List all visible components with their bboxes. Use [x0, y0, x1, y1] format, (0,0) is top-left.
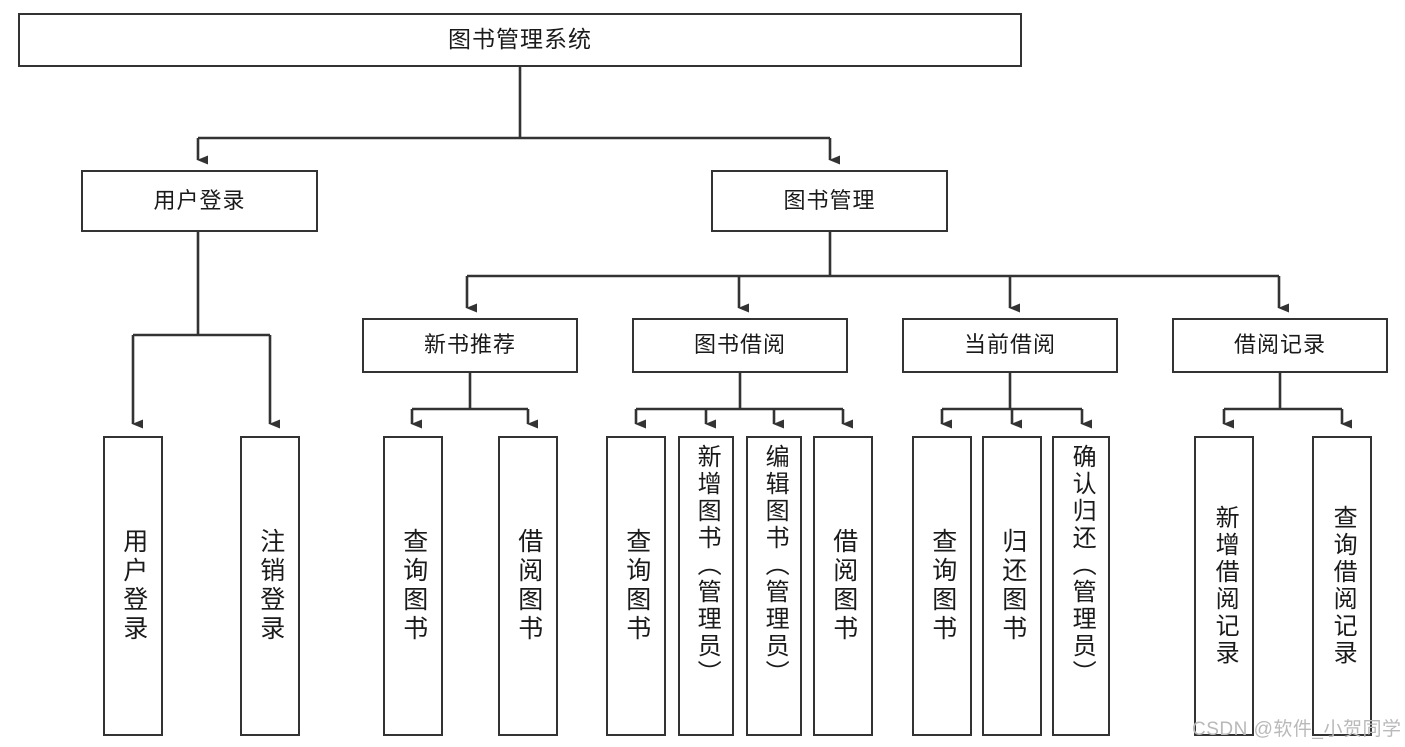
node-label: 新书推荐 [423, 332, 516, 358]
leaf-add-borrow-record[interactable]: 新增借阅记录 [1194, 436, 1254, 736]
node-borrow-records[interactable]: 借阅记录 [1172, 318, 1388, 373]
leaf-borrow-book-recommend[interactable]: 借阅图书 [498, 436, 558, 736]
leaf-user-login[interactable]: 用户登录 [103, 436, 163, 736]
node-book-management[interactable]: 图书管理 [711, 170, 948, 232]
node-label: 查询图书 [928, 528, 957, 644]
node-label: 用户登录 [119, 528, 148, 644]
node-user-login[interactable]: 用户登录 [81, 170, 318, 232]
node-current-borrow[interactable]: 当前借阅 [902, 318, 1118, 373]
leaf-logout[interactable]: 注销登录 [240, 436, 300, 736]
node-label: 借阅图书 [514, 528, 543, 644]
node-label: 查询借阅记录 [1329, 505, 1357, 667]
node-label: 图书借阅 [693, 332, 786, 358]
node-label: 借阅图书 [829, 528, 858, 644]
leaf-add-book-admin[interactable]: 新增图书（管理员） [678, 436, 734, 736]
node-label: 查询图书 [622, 528, 651, 644]
leaf-return-book[interactable]: 归还图书 [982, 436, 1042, 736]
node-label: 新增图书（管理员） [693, 444, 721, 687]
node-label: 注销登录 [256, 528, 285, 644]
leaf-query-book-borrow[interactable]: 查询图书 [606, 436, 666, 736]
node-label: 当前借阅 [963, 332, 1056, 358]
node-new-book-recommend[interactable]: 新书推荐 [362, 318, 578, 373]
leaf-borrow-book[interactable]: 借阅图书 [813, 436, 873, 736]
leaf-edit-book-admin[interactable]: 编辑图书（管理员） [746, 436, 802, 736]
node-label: 编辑图书（管理员） [761, 444, 789, 687]
node-label: 归还图书 [998, 528, 1027, 644]
leaf-confirm-return-admin[interactable]: 确认归还（管理员） [1052, 436, 1110, 736]
node-label: 确认归还（管理员） [1068, 444, 1096, 687]
leaf-query-book-recommend[interactable]: 查询图书 [383, 436, 443, 736]
leaf-query-book-current[interactable]: 查询图书 [912, 436, 972, 736]
node-label: 图书管理系统 [448, 26, 592, 53]
node-label: 图书管理 [783, 187, 876, 213]
node-label: 新增借阅记录 [1211, 505, 1239, 667]
node-root-system[interactable]: 图书管理系统 [18, 13, 1022, 67]
node-label: 查询图书 [399, 528, 428, 644]
node-label: 用户登录 [153, 187, 246, 213]
leaf-query-borrow-record[interactable]: 查询借阅记录 [1312, 436, 1372, 736]
node-book-borrow[interactable]: 图书借阅 [632, 318, 848, 373]
node-label: 借阅记录 [1233, 332, 1326, 358]
watermark-text: CSDN @软件_小贺同学 [1192, 719, 1402, 740]
